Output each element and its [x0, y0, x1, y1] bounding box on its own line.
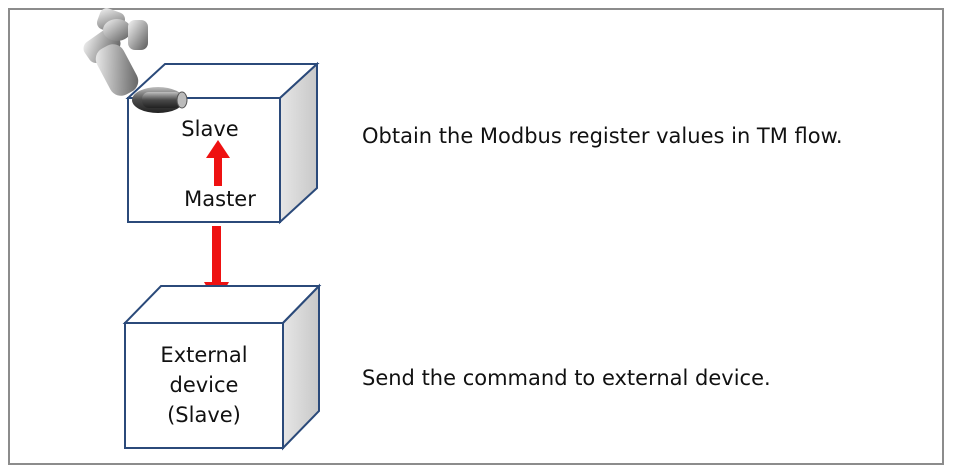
device-label-line2: device	[169, 373, 239, 397]
description-bottom: Send the command to external device.	[362, 366, 771, 390]
device-label-line1: External	[160, 343, 248, 367]
device-box	[122, 283, 322, 451]
slave-label: Slave	[181, 117, 239, 141]
device-label-line3: (Slave)	[167, 403, 241, 427]
device-box-front-face	[124, 322, 284, 449]
robot-box	[125, 61, 320, 225]
robot-box-front-face	[127, 97, 281, 223]
robot-arm-icon	[83, 8, 188, 113]
master-label: Master	[184, 187, 256, 211]
description-top: Obtain the Modbus register values in TM …	[362, 124, 843, 148]
arrow-master-to-slave	[206, 140, 230, 186]
device-label: External device (Slave)	[125, 340, 283, 430]
